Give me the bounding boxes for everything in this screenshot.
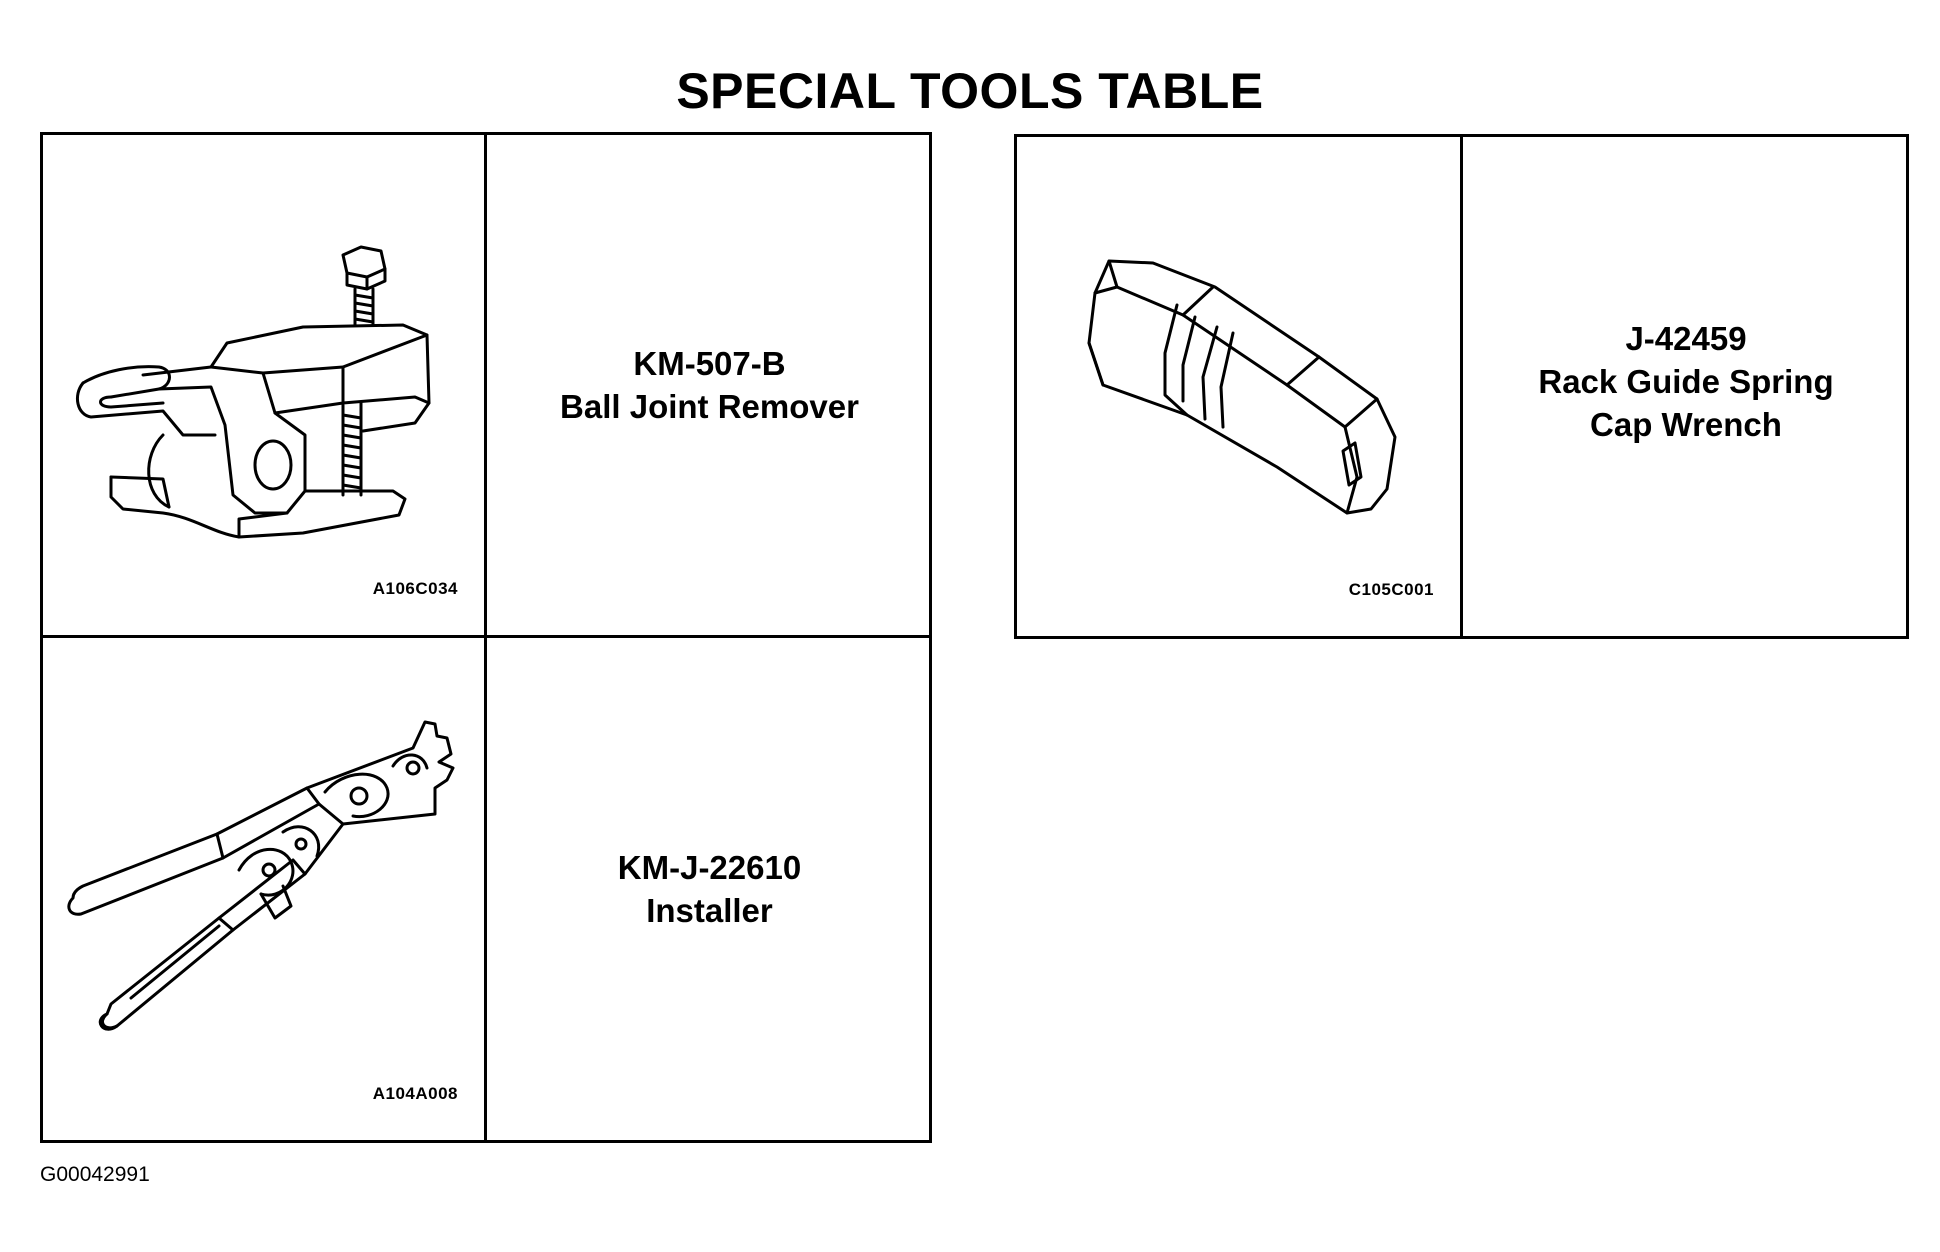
tool-image-code: A104A008 <box>372 1084 458 1103</box>
tool-image-cell: A106C034 <box>43 135 487 638</box>
tool-number: KM-J-22610 <box>617 849 802 886</box>
page-title: SPECIAL TOOLS TABLE <box>676 63 1264 119</box>
tool-number: KM-507-B <box>633 345 786 382</box>
installer-pliers-icon <box>67 720 455 1031</box>
cap-wrench-socket-icon <box>1087 259 1397 515</box>
tool-image-code: A106C034 <box>372 579 458 598</box>
tool-image-code: C105C001 <box>1348 580 1434 599</box>
figure-id: G00042991 <box>40 1163 150 1186</box>
tool-description-cell: KM-507-B Ball Joint Remover <box>487 135 932 638</box>
special-tools-table-right: C105C001 J-42459 Rack Guide Spring Cap W… <box>1014 134 1909 639</box>
tool-name: Ball Joint Remover <box>560 388 859 425</box>
tool-name-line-2: Cap Wrench <box>1590 406 1782 443</box>
tool-description-cell: KM-J-22610 Installer <box>487 638 932 1140</box>
tool-number: J-42459 <box>1625 320 1747 357</box>
ball-joint-remover-icon <box>75 245 431 539</box>
tool-image-cell: A104A008 <box>43 638 487 1140</box>
tool-image-cell: C105C001 <box>1017 137 1463 636</box>
tool-name-line-1: Rack Guide Spring <box>1538 363 1834 400</box>
tool-description-cell: J-42459 Rack Guide Spring Cap Wrench <box>1463 137 1909 636</box>
special-tools-table-left: A106C034 KM-507-B Ball Joint Remover <box>40 132 932 1143</box>
tool-name: Installer <box>646 892 773 929</box>
